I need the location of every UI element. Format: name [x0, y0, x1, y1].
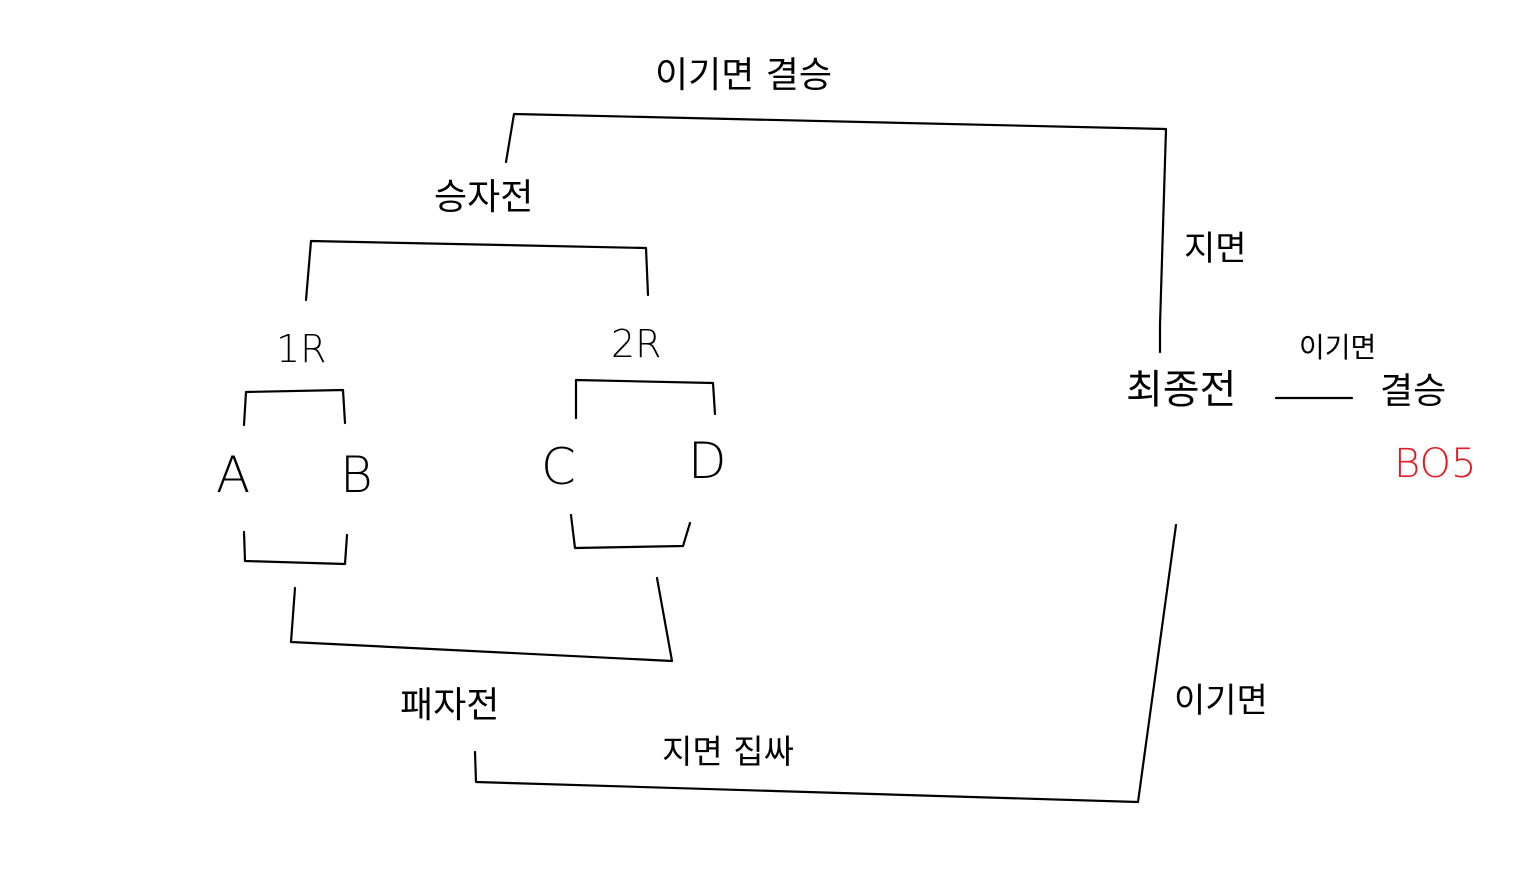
label-final-win: 이기면 [1299, 331, 1377, 364]
bracket-2r-top [574, 378, 717, 420]
bracket-1r-top [242, 388, 347, 427]
label-final-match: 최종전 [1126, 367, 1237, 413]
label-losers-win: 이기면 [1174, 681, 1268, 721]
label-round-2: 2R [611, 322, 662, 366]
label-round-1: 1R [276, 327, 327, 371]
line-winners-to-final [504, 112, 1168, 354]
bracket-1r-bottom [242, 530, 349, 566]
bracket-winners [304, 239, 650, 302]
team-a: A [216, 446, 251, 504]
team-b: B [340, 446, 373, 504]
label-top-win: 이기면 결승 [655, 55, 833, 96]
label-final-lose: 지면 [1184, 229, 1247, 269]
label-lose-out: 지면 집싸 [662, 732, 794, 771]
label-losers-match: 패자전 [400, 685, 500, 726]
line-losers-to-final [473, 523, 1178, 804]
bracket-2r-bottom [569, 513, 692, 550]
label-winners-match: 승자전 [434, 177, 534, 218]
team-d: D [688, 432, 727, 490]
label-final-result: 결승 [1380, 371, 1447, 412]
team-c: C [541, 438, 576, 496]
bracket-losers [289, 576, 674, 663]
label-format: BO5 [1394, 441, 1477, 487]
